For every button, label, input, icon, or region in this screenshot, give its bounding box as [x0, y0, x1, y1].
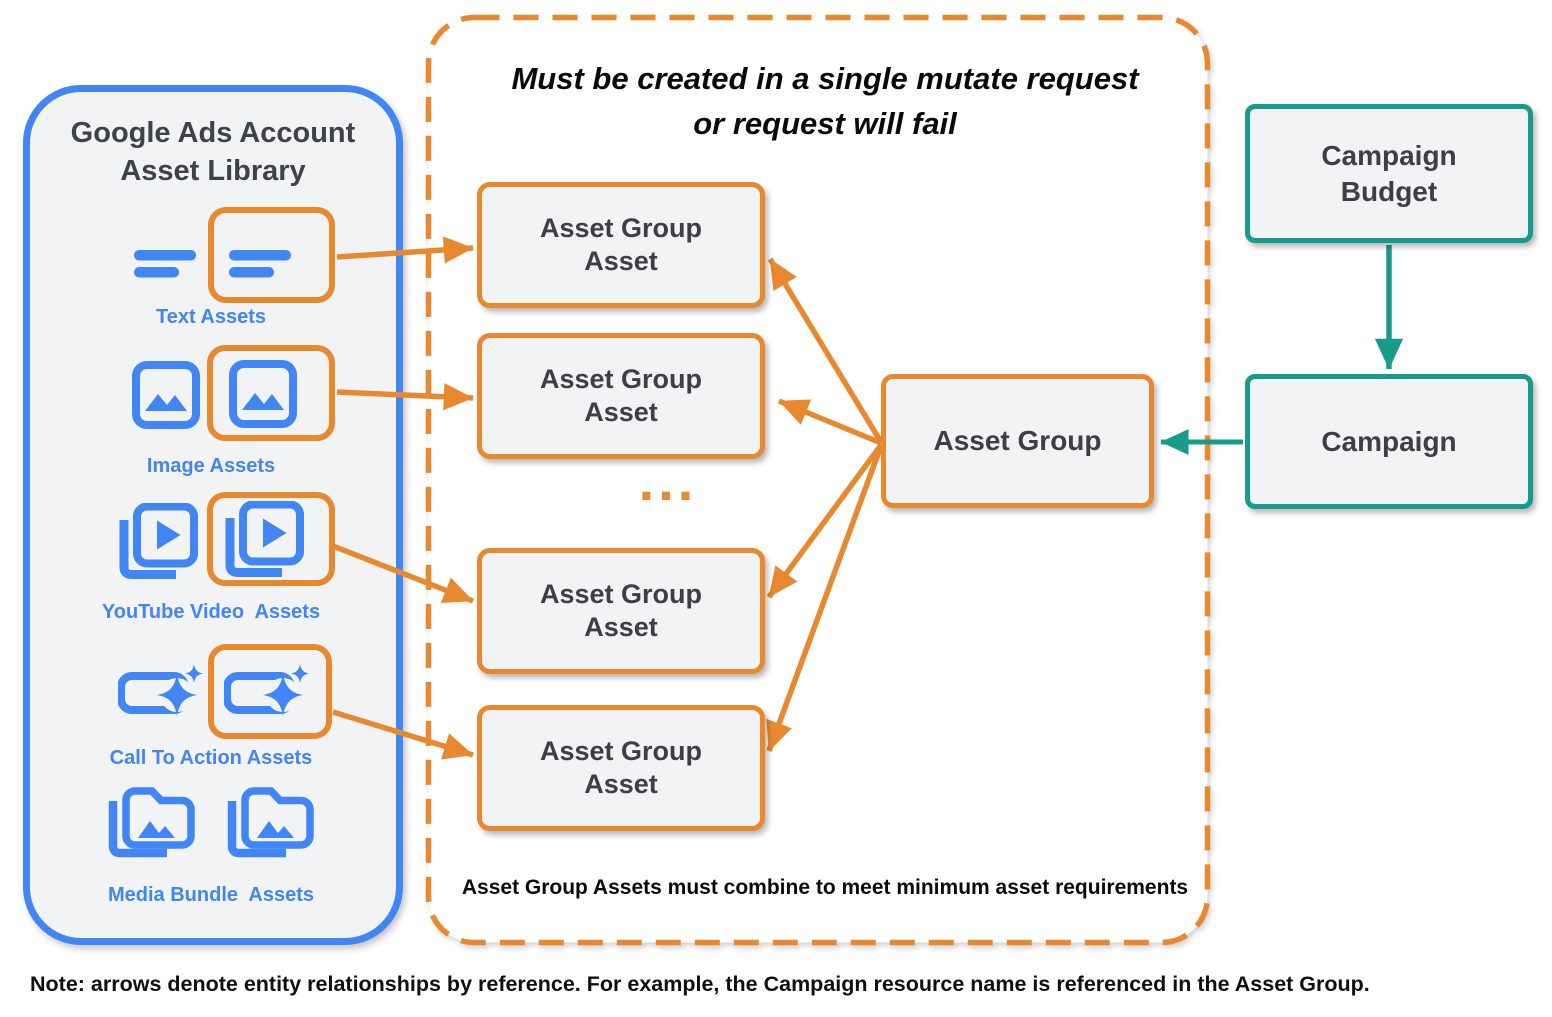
image-assets-label: Image Assets	[146, 455, 276, 477]
mutate-container-caption: Asset Group Assets must combine to meet …	[461, 876, 1189, 899]
aga2-line2: Asset	[584, 397, 658, 427]
asset-group-box: Asset Group	[881, 374, 1154, 508]
call-to-action-asset-icon	[118, 662, 204, 720]
asset-group-asset-box-1: Asset Group Asset	[477, 182, 765, 308]
aga3-line1: Asset Group	[539, 579, 703, 609]
mutate-request-title-line2: or request will fail	[693, 106, 957, 141]
youtube-assets-selection-ring	[207, 492, 335, 586]
campaign-budget-box: Campaign Budget	[1245, 104, 1533, 243]
asset-library-title-line2: Asset Library	[120, 155, 306, 187]
image-asset-icon	[132, 361, 200, 429]
asset-library-title: Google Ads Account Asset Library	[33, 114, 393, 190]
youtube-video-asset-icon	[116, 503, 198, 581]
asset-group-label: Asset Group	[933, 425, 1102, 456]
cta-assets-label: Call To Action Assets	[109, 747, 313, 769]
mutate-request-title-line1: Must be created in a single mutate reque…	[511, 61, 1139, 96]
asset-library-title-line1: Google Ads Account	[70, 117, 356, 149]
media-bundle-asset-icon	[224, 781, 314, 859]
text-assets-label: Text Assets	[155, 306, 267, 328]
mutate-request-title: Must be created in a single mutate reque…	[460, 56, 1190, 146]
aga1-line1: Asset Group	[539, 213, 703, 243]
youtube-video-asset-icon	[222, 501, 304, 579]
campaign-box: Campaign	[1245, 374, 1533, 509]
arrow-assetgroup-to-aga4	[766, 445, 884, 752]
arrow-assetgroup-to-aga1	[767, 257, 884, 444]
asset-group-asset-box-2: Asset Group Asset	[477, 333, 765, 459]
media-bundle-assets-label: Media Bundle Assets	[108, 884, 314, 906]
youtube-assets-label: YouTube Video Assets	[101, 601, 321, 623]
asset-group-asset-box-4: Asset Group Asset	[477, 705, 765, 831]
aga4-line1: Asset Group	[539, 736, 703, 766]
arrow-assetgroup-to-aga3	[766, 443, 884, 599]
campaign-budget-line1: Campaign	[1321, 139, 1457, 171]
aga1-line2: Asset	[584, 246, 658, 276]
cta-assets-selection-ring	[208, 644, 332, 739]
footnote: Note: arrows denote entity relationships…	[30, 972, 1370, 996]
arrow-assetgroup-to-aga2	[777, 398, 883, 446]
aga3-line2: Asset	[584, 612, 658, 642]
media-bundle-asset-icon	[105, 781, 195, 859]
text-assets-selection-ring	[208, 207, 335, 303]
text-asset-icon	[228, 247, 294, 281]
more-asset-boxes-ellipsis: ...	[638, 449, 698, 512]
campaign-budget-line2: Budget	[1340, 175, 1438, 207]
aga2-line1: Asset Group	[539, 364, 703, 394]
call-to-action-asset-icon	[224, 662, 310, 720]
text-asset-icon	[133, 247, 199, 281]
image-assets-selection-ring	[207, 345, 335, 441]
campaign-label: Campaign	[1321, 425, 1457, 457]
aga4-line2: Asset	[584, 769, 658, 799]
asset-group-asset-box-3: Asset Group Asset	[477, 548, 765, 674]
image-asset-icon	[229, 360, 297, 428]
